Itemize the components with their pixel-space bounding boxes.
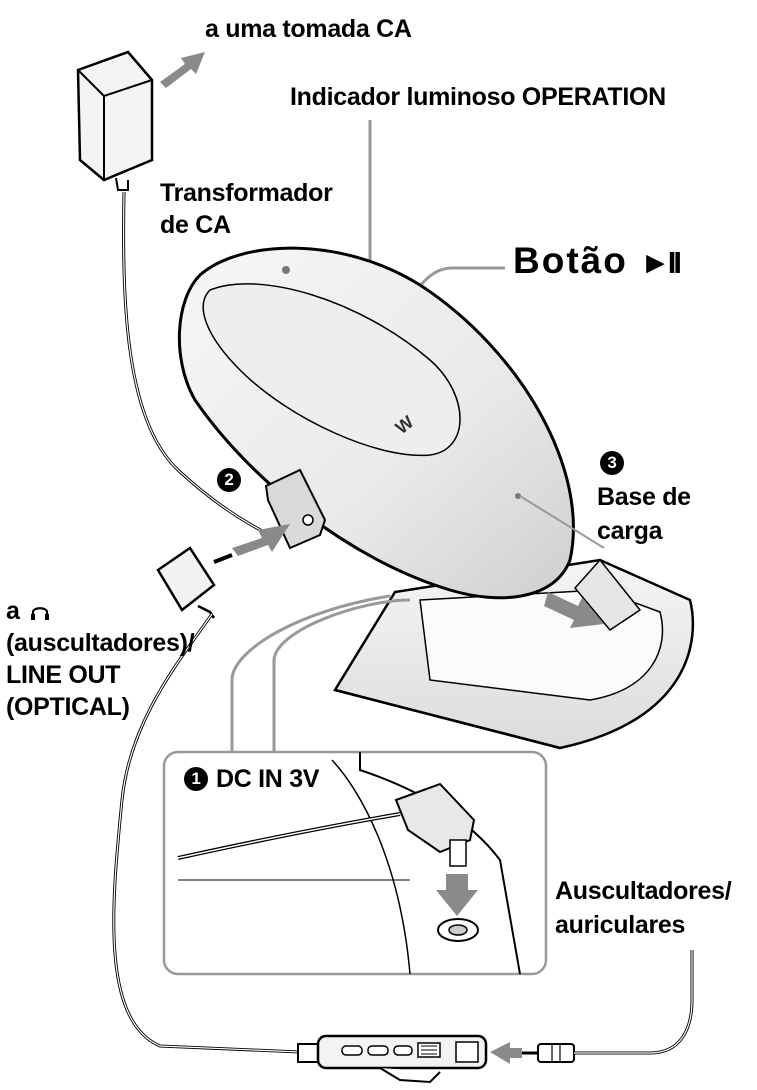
earphone-plug: [522, 1043, 575, 1063]
headphone-icon: [30, 598, 50, 620]
outlet-arrow-icon: [160, 52, 205, 88]
base-label-line2: carga: [597, 517, 663, 545]
dc-in-inset: [162, 750, 548, 976]
ac-adapter-label-line2: de CA: [160, 211, 231, 239]
headphone-jack-label-line3: LINE OUT: [6, 661, 121, 689]
ac-outlet-label: a uma tomada CA: [205, 15, 412, 43]
ac-adapter: [76, 50, 154, 191]
charging-base: [333, 558, 695, 750]
earphones-label-line2: auriculares: [555, 911, 686, 939]
headphone-jack-label-line1: a: [6, 596, 50, 626]
headphone-jack-label-line4: (OPTICAL): [6, 693, 130, 721]
earphone-cable: [574, 950, 694, 1055]
earphone-plug-arrow-icon: [490, 1042, 522, 1064]
step3-arrow-icon: [544, 592, 604, 628]
headphone-jack-label-line2: (auscultadores)/: [6, 629, 195, 657]
step3-marker: 3: [600, 448, 632, 478]
base-label-line1: Base de: [597, 483, 691, 511]
earphones-label-line1: Auscultadores/: [555, 877, 732, 905]
headphone-plug: [156, 546, 233, 619]
play-button-text: Botão: [513, 240, 628, 281]
plug-down-arrow-icon: [436, 874, 478, 916]
ac-adapter-label-line1: Transformador: [160, 179, 333, 207]
play-button-label: Botão ►II: [513, 242, 682, 280]
player-device: [178, 246, 575, 600]
operation-indicator-label: Indicador luminoso OPERATION: [290, 83, 666, 111]
remote-control: [297, 1034, 488, 1084]
step2-marker: 2: [217, 465, 249, 495]
step2-arrow-icon: [232, 524, 290, 556]
step1-marker: 1: [184, 767, 208, 791]
play-pause-icon: ►II: [640, 245, 682, 280]
